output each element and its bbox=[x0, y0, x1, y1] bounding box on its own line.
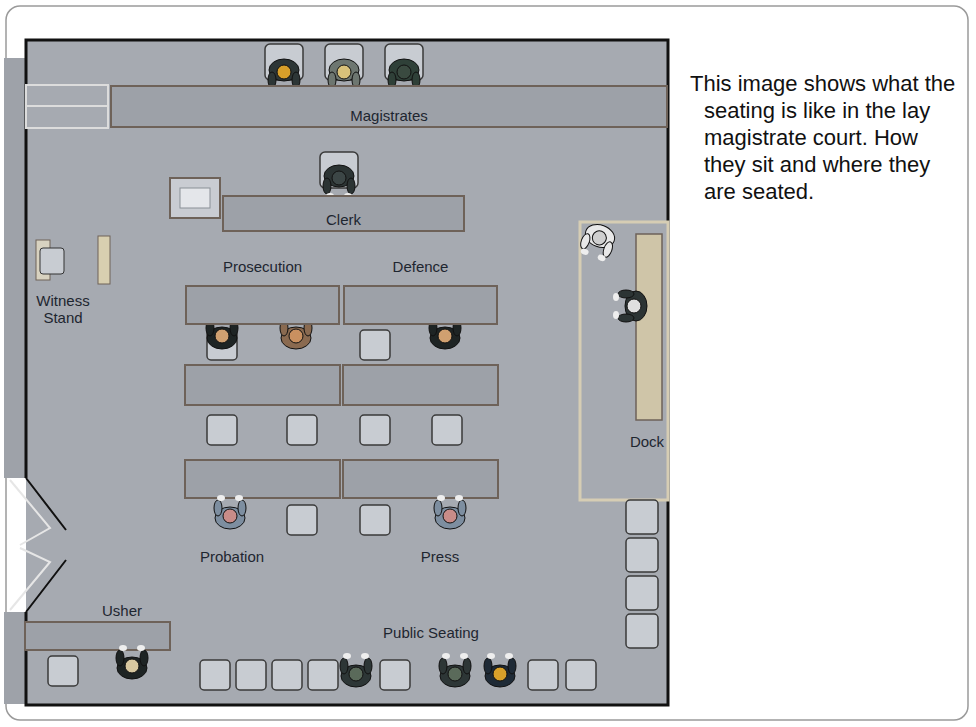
chair bbox=[207, 415, 237, 445]
desk bbox=[25, 622, 170, 650]
chair bbox=[626, 500, 658, 534]
prosecution-desk: Prosecution bbox=[185, 258, 340, 325]
door bbox=[26, 478, 66, 612]
person bbox=[340, 653, 372, 687]
chair bbox=[236, 660, 266, 690]
clerk-monitor bbox=[180, 188, 210, 208]
chair bbox=[308, 660, 338, 690]
desk bbox=[343, 285, 498, 325]
chair bbox=[360, 330, 390, 360]
magistrates-bench: Magistrates bbox=[110, 85, 668, 128]
desk bbox=[185, 285, 340, 325]
seat-label: Dock bbox=[630, 433, 664, 450]
person bbox=[439, 653, 471, 687]
area-label: Press bbox=[410, 548, 470, 565]
chair bbox=[432, 415, 462, 445]
chair bbox=[48, 656, 78, 686]
dock-enclosure bbox=[580, 222, 668, 500]
desk bbox=[343, 365, 498, 405]
seat-label: Clerk bbox=[326, 211, 361, 228]
room-floor bbox=[26, 40, 668, 705]
chair bbox=[380, 660, 410, 690]
area-label: Witness Stand bbox=[28, 292, 98, 326]
chair bbox=[360, 415, 390, 445]
person bbox=[613, 290, 647, 322]
seat-label: Magistrates bbox=[350, 107, 428, 124]
chair bbox=[566, 660, 596, 690]
chair bbox=[272, 660, 302, 690]
defence-desk: Defence bbox=[343, 258, 498, 325]
area-label: Public Seating bbox=[370, 624, 492, 641]
bench-side bbox=[26, 105, 108, 107]
clerk-monitor bbox=[170, 178, 220, 218]
person bbox=[323, 165, 355, 199]
chair bbox=[287, 415, 317, 445]
desk bbox=[185, 460, 340, 498]
desk bbox=[185, 365, 340, 405]
outer-wall bbox=[4, 58, 28, 478]
witness-stand bbox=[98, 236, 110, 284]
seat-label: Prosecution bbox=[223, 258, 302, 275]
person bbox=[577, 220, 619, 263]
chair bbox=[626, 614, 658, 648]
area-label: Usher bbox=[90, 602, 154, 619]
area-label: Probation bbox=[180, 548, 284, 565]
seat-label: Defence bbox=[393, 258, 449, 275]
chair bbox=[287, 505, 317, 535]
person bbox=[214, 495, 246, 529]
person bbox=[484, 653, 516, 687]
slide-frame bbox=[6, 6, 968, 720]
chair bbox=[626, 576, 658, 610]
person bbox=[434, 495, 466, 529]
chair bbox=[626, 538, 658, 572]
room-wall bbox=[26, 40, 668, 705]
dock-box: Dock bbox=[626, 430, 668, 452]
bench-side bbox=[26, 85, 108, 128]
caption: This image shows what the seating is lik… bbox=[690, 70, 964, 205]
witness-chair bbox=[40, 248, 64, 274]
chair bbox=[528, 660, 558, 690]
chair bbox=[200, 660, 230, 690]
dock-bench bbox=[636, 234, 662, 420]
desk bbox=[343, 460, 498, 498]
door bbox=[10, 480, 50, 610]
person bbox=[116, 645, 148, 679]
clerk-desk: Clerk bbox=[222, 195, 465, 232]
chair bbox=[360, 505, 390, 535]
